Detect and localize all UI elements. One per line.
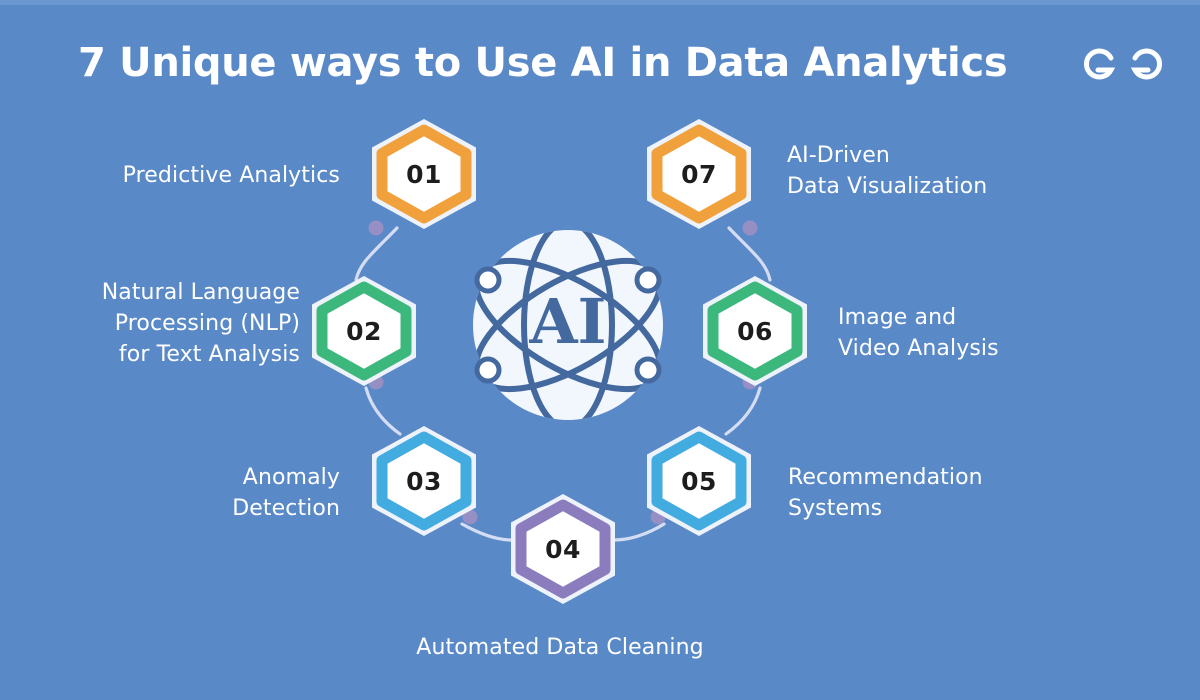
step-badge-01[interactable]: 01 — [365, 115, 483, 233]
step-badge-02[interactable]: 02 — [305, 272, 423, 390]
geeksforgeeks-logo — [1083, 38, 1163, 90]
step-label-05: Recommendation Systems — [788, 465, 983, 522]
step-label-06: Image and Video Analysis — [838, 305, 999, 362]
step-badge-03[interactable]: 03 — [365, 422, 483, 540]
step-number-03: 03 — [406, 466, 442, 496]
ai-atom-icon: AI — [455, 212, 681, 438]
step-label-02: Natural Language Processing (NLP) for Te… — [101, 280, 300, 368]
step-label-01: Predictive Analytics — [122, 163, 340, 188]
step-badge-05[interactable]: 05 — [640, 422, 758, 540]
step-label-07: AI-Driven Data Visualization — [787, 143, 988, 200]
step-number-01: 01 — [406, 159, 442, 189]
step-number-05: 05 — [681, 466, 717, 496]
page-title: 7 Unique ways to Use AI in Data Analytic… — [78, 40, 1008, 86]
step-label-03: Anomaly Detection — [232, 465, 340, 522]
step-number-06: 06 — [737, 316, 773, 346]
step-badge-06[interactable]: 06 — [696, 272, 814, 390]
top-accent-bar — [0, 0, 1200, 5]
step-number-02: 02 — [346, 316, 382, 346]
step-number-07: 07 — [681, 159, 717, 189]
ai-core-label: AI — [528, 285, 606, 358]
step-badge-07[interactable]: 07 — [640, 115, 758, 233]
step-label-04: Automated Data Cleaning — [416, 635, 704, 660]
step-number-04: 04 — [545, 534, 581, 564]
step-badge-04[interactable]: 04 — [504, 490, 622, 608]
